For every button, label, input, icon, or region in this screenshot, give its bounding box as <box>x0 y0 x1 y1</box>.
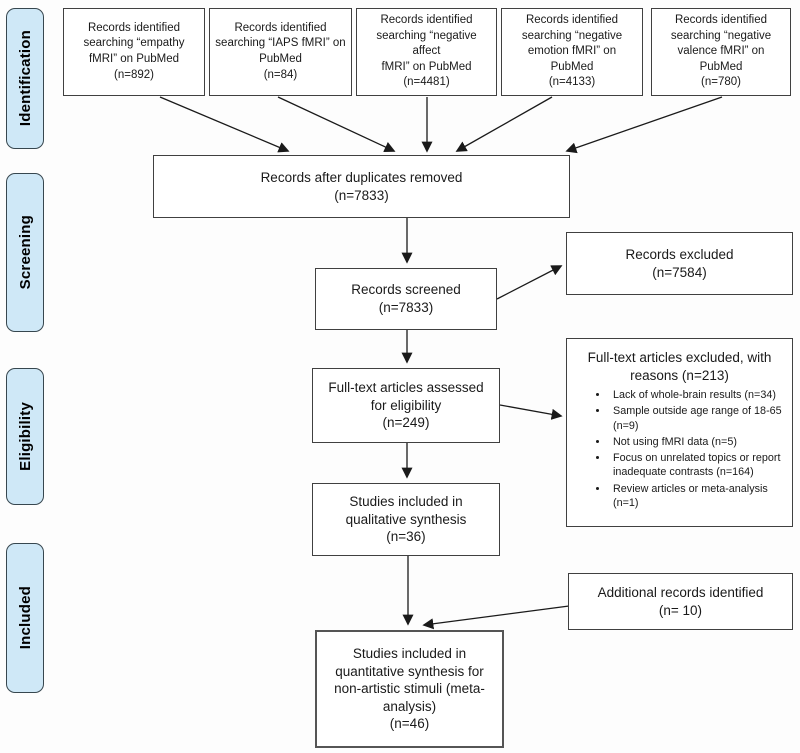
exclusion-reason: Lack of whole-brain results (n=34) <box>609 388 782 402</box>
records-screened-box: Records screened (n=7833) <box>315 268 497 330</box>
exclusion-reason: Review articles or meta-analysis (n=1) <box>609 482 782 511</box>
fulltext-assessed-box: Full-text articles assessed for eligibil… <box>312 368 500 443</box>
stage-identification-label: Identification <box>16 30 34 127</box>
fulltext-excluded-reason-list: Lack of whole-brain results (n=34) Sampl… <box>571 388 788 512</box>
stage-screening: Screening <box>6 173 44 332</box>
qualitative-synthesis-box: Studies included in qualitative synthesi… <box>312 483 500 556</box>
duplicates-removed-box: Records after duplicates removed (n=7833… <box>153 155 570 218</box>
stage-screening-label: Screening <box>16 215 34 290</box>
exclusion-reason: Sample outside age range of 18-65 (n=9) <box>609 404 782 433</box>
fulltext-excluded-box: Full-text articles excluded, with reason… <box>566 338 793 527</box>
stage-included-label: Included <box>16 586 34 650</box>
source-box-iaps: Records identified searching “IAPS fMRI”… <box>209 8 352 96</box>
quantitative-synthesis-box: Studies included in quantitative synthes… <box>315 630 504 748</box>
stage-eligibility-label: Eligibility <box>16 402 34 471</box>
additional-records-box: Additional records identified (n= 10) <box>568 573 793 630</box>
source-box-negative-emotion: Records identified searching “negative e… <box>501 8 643 96</box>
stage-eligibility: Eligibility <box>6 368 44 505</box>
fulltext-excluded-title: Full-text articles excluded, with reason… <box>587 350 772 383</box>
exclusion-reason: Not using fMRI data (n=5) <box>609 435 782 449</box>
source-box-negative-affect: Records identified searching “negative a… <box>356 8 497 96</box>
stage-included: Included <box>6 543 44 693</box>
stage-identification: Identification <box>6 8 44 149</box>
records-excluded-box: Records excluded (n=7584) <box>566 232 793 295</box>
source-box-empathy: Records identified searching “empathy fM… <box>63 8 205 96</box>
source-box-negative-valence: Records identified searching “negative v… <box>651 8 791 96</box>
exclusion-reason: Focus on unrelated topics or report inad… <box>609 451 782 480</box>
